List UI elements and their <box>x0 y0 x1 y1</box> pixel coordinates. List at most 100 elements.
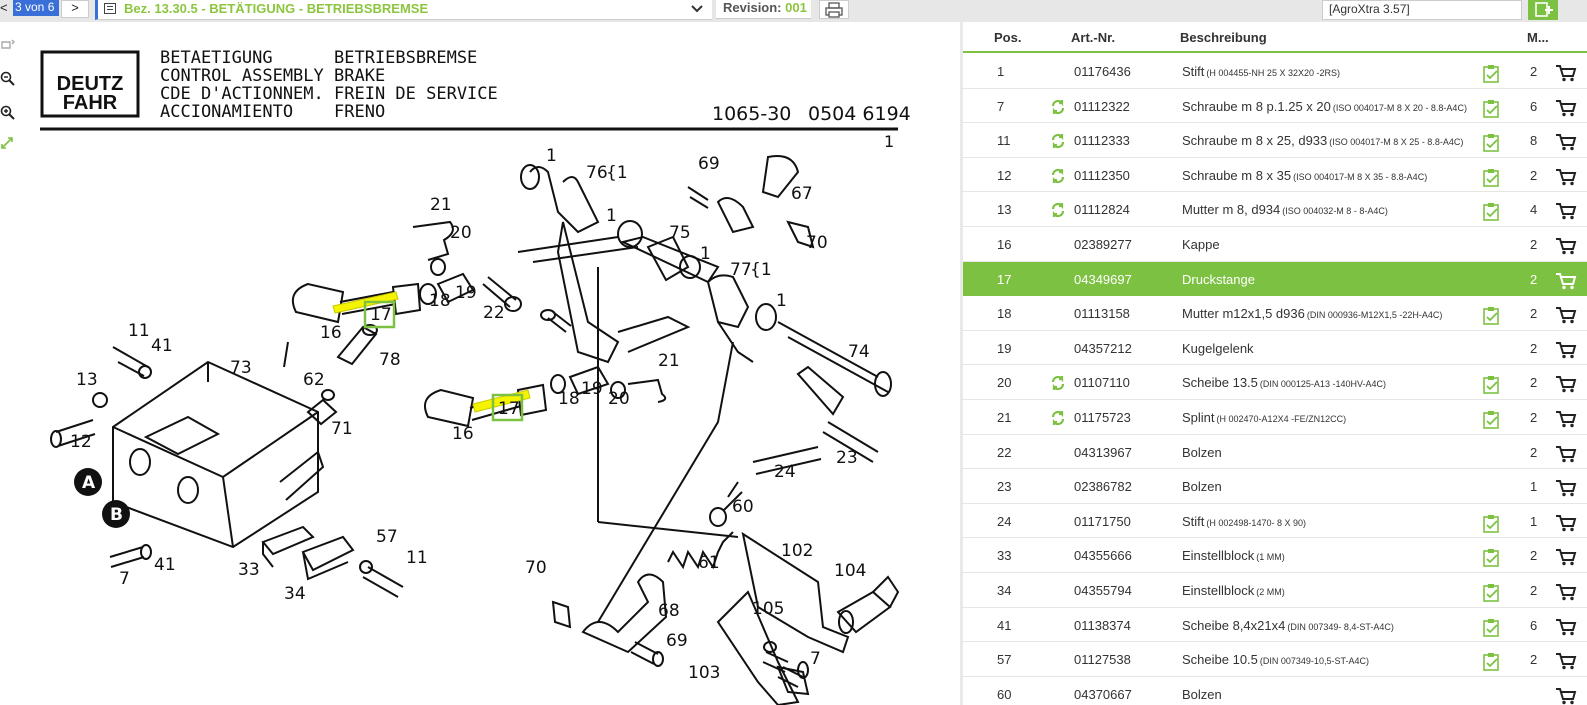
cart-icon[interactable] <box>1555 479 1577 497</box>
callout-33-44[interactable]: 33 <box>238 560 260 580</box>
assembly-select[interactable]: Bez. 13.30.5 - BETÄTIGUNG - BETRIEBSBREM… <box>95 0 712 20</box>
callout-67-4[interactable]: 67 <box>791 184 813 204</box>
callout-12-27[interactable]: 12 <box>70 432 92 452</box>
callout-70-48[interactable]: 70 <box>525 558 547 578</box>
replacement-icon[interactable] <box>1050 99 1066 115</box>
callout-34-45[interactable]: 34 <box>284 584 306 604</box>
callout-61-39[interactable]: 61 <box>698 553 720 573</box>
next-page-button[interactable]: > <box>61 0 89 18</box>
callout-16-34[interactable]: 16 <box>452 424 474 444</box>
cart-icon[interactable] <box>1555 514 1577 532</box>
callout-13-26[interactable]: 13 <box>76 370 98 390</box>
pane-divider[interactable] <box>960 22 963 705</box>
replacement-icon[interactable] <box>1050 410 1066 426</box>
replacement-icon[interactable] <box>1050 202 1066 218</box>
cart-icon[interactable] <box>1555 272 1577 290</box>
cart-icon[interactable] <box>1555 548 1577 566</box>
callout-78-23[interactable]: 78 <box>379 350 401 370</box>
cart-icon[interactable] <box>1555 618 1577 636</box>
note-icon[interactable] <box>1482 64 1502 83</box>
callout-19-31[interactable]: 19 <box>581 379 603 399</box>
callout-19-18[interactable]: 19 <box>455 283 477 303</box>
callout-21-30[interactable]: 21 <box>658 351 680 371</box>
callout-1-8[interactable]: 1 <box>606 206 617 226</box>
callout-7-42[interactable]: 7 <box>119 569 130 589</box>
callout-22-19[interactable]: 22 <box>483 303 505 323</box>
note-icon[interactable] <box>1482 618 1502 637</box>
cart-icon[interactable] <box>1555 583 1577 601</box>
note-icon[interactable] <box>1482 375 1502 395</box>
note-icon[interactable] <box>1482 168 1502 187</box>
callout-1-12[interactable]: {1 <box>750 260 772 280</box>
callout-18-32[interactable]: 18 <box>558 389 580 409</box>
callout-103-51[interactable]: 103 <box>688 663 720 683</box>
cart-icon[interactable] <box>1555 445 1577 463</box>
callout-17-35[interactable]: 17 <box>498 399 520 419</box>
cart-icon[interactable] <box>1555 375 1577 393</box>
exploded-view-drawing[interactable]: DEUTZ FAHR BETAETIGUNG CONTROL ASSEMBLY … <box>18 22 960 705</box>
cart-icon[interactable] <box>1555 687 1577 705</box>
callout-41-43[interactable]: 41 <box>154 555 176 575</box>
callout-41-21[interactable]: 41 <box>151 336 173 356</box>
print-button[interactable] <box>819 0 849 19</box>
cart-icon[interactable] <box>1555 410 1577 428</box>
note-icon[interactable] <box>1482 99 1502 118</box>
callout-74-14[interactable]: 74 <box>848 342 870 362</box>
callout-11-20[interactable]: 11 <box>128 321 150 341</box>
note-icon[interactable] <box>1482 583 1502 602</box>
callout-60-38[interactable]: 60 <box>732 497 754 517</box>
callout-71-25[interactable]: 71 <box>331 419 353 439</box>
callout-75-9[interactable]: 75 <box>669 223 691 243</box>
fit-icon[interactable] <box>0 134 16 152</box>
callout-62-24[interactable]: 62 <box>303 370 325 390</box>
callout-A-28[interactable]: A <box>82 473 96 493</box>
cart-icon[interactable] <box>1555 168 1577 186</box>
callout-1-0[interactable]: 1 <box>546 146 557 166</box>
callout-24-36[interactable]: 24 <box>774 462 796 482</box>
callout-20-6[interactable]: 20 <box>450 223 472 243</box>
callout-20-33[interactable]: 20 <box>608 389 630 409</box>
replacement-icon[interactable] <box>1050 375 1066 391</box>
callout-11-47[interactable]: 11 <box>406 548 428 568</box>
callout-70-7[interactable]: 70 <box>806 233 828 253</box>
callout-16-15[interactable]: 16 <box>320 323 342 343</box>
note-icon[interactable] <box>1482 202 1502 222</box>
callout-7-53[interactable]: 7 <box>810 649 821 669</box>
col-qty-header[interactable]: M... <box>1527 30 1549 45</box>
zoom-in-icon[interactable] <box>0 104 16 122</box>
highlighted-part-17[interactable] <box>332 291 531 422</box>
cart-icon[interactable] <box>1555 202 1577 220</box>
replacement-icon[interactable] <box>1050 168 1066 184</box>
cart-icon[interactable] <box>1555 64 1577 82</box>
callout-18-17[interactable]: 18 <box>429 291 451 311</box>
callout-57-46[interactable]: 57 <box>376 527 398 547</box>
callout-69-50[interactable]: 69 <box>666 631 688 651</box>
cart-icon[interactable] <box>1555 99 1577 117</box>
callout-105-52[interactable]: 105 <box>752 599 784 619</box>
col-desc-header[interactable]: Beschreibung <box>1180 30 1267 45</box>
callout-1-10[interactable]: 1 <box>700 244 711 264</box>
replacement-icon[interactable] <box>1050 133 1066 149</box>
cart-icon[interactable] <box>1555 237 1577 255</box>
cart-icon[interactable] <box>1555 306 1577 324</box>
note-icon[interactable] <box>1482 514 1502 533</box>
zoom-out-icon[interactable] <box>0 70 16 88</box>
callout-73-22[interactable]: 73 <box>230 358 252 378</box>
col-pos-header[interactable]: Pos. <box>994 30 1022 45</box>
callout-76-1[interactable]: 76 <box>586 163 608 183</box>
